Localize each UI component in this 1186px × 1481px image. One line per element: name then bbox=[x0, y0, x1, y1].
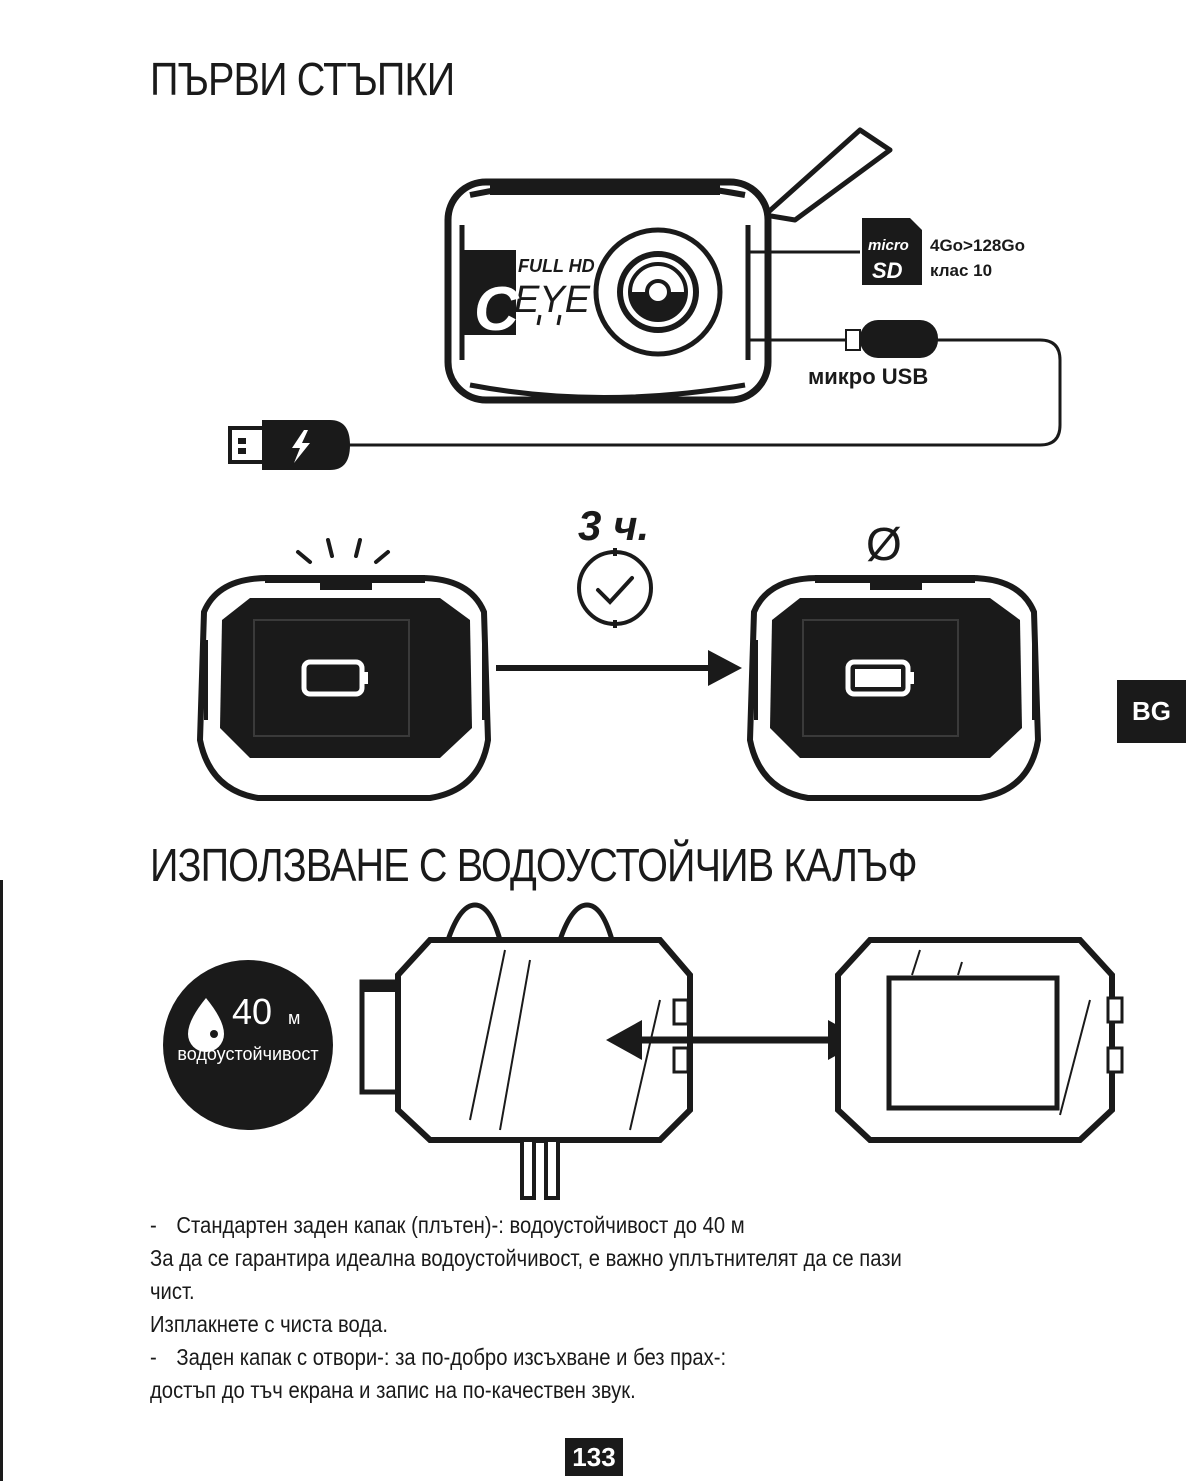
instruction-line: За да се гарантира идеална водоустойчиво… bbox=[150, 1245, 902, 1271]
page-number: 133 bbox=[565, 1438, 623, 1476]
sd-door-flap bbox=[762, 127, 893, 223]
micro-usb-plug-icon bbox=[845, 320, 938, 358]
waterproof-label: водоустойчивост bbox=[177, 1044, 318, 1064]
usb-cable bbox=[345, 338, 1062, 447]
camera-lens bbox=[593, 227, 723, 357]
logo-brand: EYE bbox=[514, 279, 591, 321]
sd-micro-label: micro bbox=[868, 237, 909, 254]
lightning-icon bbox=[292, 430, 310, 463]
water-drop-icon bbox=[188, 998, 224, 1052]
logo-letter: C bbox=[474, 275, 520, 344]
heading-waterproof-case: ИЗПОЛЗВАНЕ С ВОДОУСТОЙЧИВ КАЛЪФ bbox=[150, 839, 918, 891]
blinking-light-icon bbox=[296, 538, 390, 564]
sd-class: клас 10 bbox=[930, 261, 992, 280]
sd-capacity: 4Go>128Go bbox=[930, 236, 1025, 255]
instruction-line: достъп до тъч екрана и запис на по-качес… bbox=[150, 1377, 636, 1403]
waterproof-housing bbox=[359, 902, 693, 1200]
camera-back-charging bbox=[196, 575, 492, 801]
usb-a-plug-icon bbox=[228, 420, 350, 470]
instruction-line: -Заден капак с отвори-: за по-добро изсъ… bbox=[150, 1344, 727, 1370]
no-light-symbol: Ø bbox=[866, 518, 902, 570]
language-tab: BG bbox=[1117, 680, 1186, 743]
instruction-line: Изплакнете с чиста вода. bbox=[150, 1311, 389, 1337]
heading-getting-started: ПЪРВИ СТЪПКИ bbox=[150, 53, 455, 105]
micro-usb-label: микро USB bbox=[808, 364, 928, 389]
instructions: -Стандартен заден капак (плътен)-: водоу… bbox=[150, 1209, 1004, 1407]
charge-duration: 3 ч. bbox=[578, 502, 649, 549]
clock-icon bbox=[577, 548, 653, 628]
depth-unit: м bbox=[288, 1008, 300, 1028]
waterproof-badge: 40 м водоустойчивост bbox=[163, 960, 333, 1130]
instruction-line: -Стандартен заден капак (плътен)-: водоу… bbox=[150, 1212, 745, 1238]
micro-sd-card-icon: micro SD bbox=[862, 218, 922, 285]
housing-back-door bbox=[835, 937, 1124, 1143]
depth-value: 40 bbox=[232, 991, 272, 1032]
sd-label: SD bbox=[872, 258, 903, 283]
logo-full-hd: FULL HD bbox=[518, 256, 595, 276]
instruction-line: чист. bbox=[150, 1278, 195, 1304]
camera-back-charged bbox=[746, 575, 1042, 801]
page-edge-line bbox=[0, 880, 3, 1481]
